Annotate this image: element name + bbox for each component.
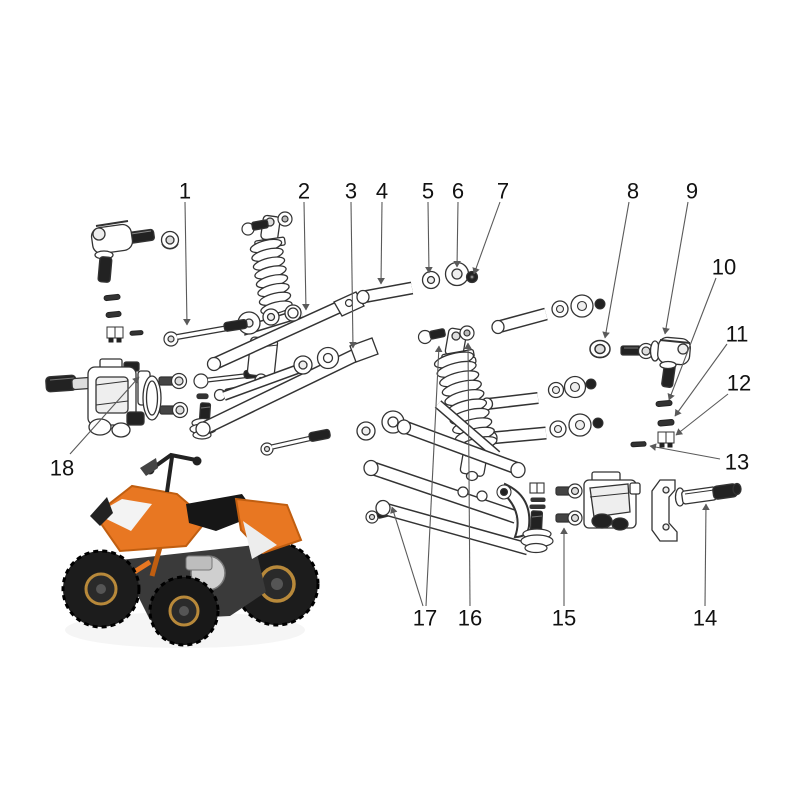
callout-1-label: 1 xyxy=(179,179,191,204)
hardware-row-a xyxy=(491,294,606,335)
callout-14-leader xyxy=(702,503,710,607)
callout-12-label: 12 xyxy=(727,371,751,396)
callout-11-leader xyxy=(674,343,728,417)
hex-bolt-8 xyxy=(620,342,655,360)
atv-photo xyxy=(61,452,320,648)
callout-8-label: 8 xyxy=(627,179,639,204)
callout-18-label: 18 xyxy=(50,456,74,481)
hardware-row-b xyxy=(480,375,597,411)
shock-bolt-nut-right xyxy=(417,325,475,345)
lower-arm-bushings-left xyxy=(293,346,340,375)
callout-11-label: 11 xyxy=(726,322,749,347)
callout-9-label: 9 xyxy=(686,179,698,204)
callout-15-label: 15 xyxy=(552,606,576,631)
callout-13-leader xyxy=(649,443,721,460)
callout-10-leader xyxy=(667,277,717,401)
long-pivot-bolt-1 xyxy=(163,319,248,347)
callout-4-label: 4 xyxy=(376,179,388,204)
brake-caliper-right xyxy=(583,471,641,531)
callout-17-leader xyxy=(425,345,443,607)
callout-17-label: 17 xyxy=(413,606,437,631)
callout-2-label: 2 xyxy=(298,179,310,204)
callout-2-leader xyxy=(302,201,310,311)
small-pins-right xyxy=(630,400,675,448)
hardware-row-c xyxy=(484,413,604,446)
long-pivot-bolt-2 xyxy=(260,428,331,456)
callout-17-leader-2 xyxy=(390,506,424,607)
callout-13-label: 13 xyxy=(725,450,749,475)
lower-a-arm-left xyxy=(195,337,379,437)
callout-1-leader xyxy=(183,201,191,326)
hardware-right-cluster xyxy=(496,482,546,510)
caliper-bolts-right xyxy=(555,483,583,526)
callout-4-leader xyxy=(377,201,385,285)
callout-14-label: 14 xyxy=(693,606,717,631)
callout-16-leader xyxy=(464,342,472,607)
bushing-5 xyxy=(421,270,441,290)
lower-a-arm-right xyxy=(363,459,531,556)
callout-6-leader xyxy=(453,201,461,268)
small-pins-left xyxy=(103,293,144,343)
flange-nut-left xyxy=(160,230,180,250)
callout-6-label: 6 xyxy=(452,179,464,204)
lock-nut-7 xyxy=(465,270,479,284)
callout-7-leader xyxy=(472,201,501,275)
upper-a-arm-right xyxy=(396,400,526,479)
callout-5-leader xyxy=(425,201,433,274)
shock-bolt-nut-left xyxy=(241,211,293,236)
steering-knuckle-14 xyxy=(651,479,742,542)
callout-12-leader xyxy=(675,393,729,436)
callout-7-label: 7 xyxy=(497,179,509,204)
tie-rod-end-9 xyxy=(649,336,691,388)
callout-5-label: 5 xyxy=(422,179,434,204)
flange-nut-8 xyxy=(589,339,611,359)
tie-rod-end-left xyxy=(90,220,155,283)
upper-arm-bushings-left xyxy=(237,304,302,335)
callout-18-leader xyxy=(69,376,140,455)
callout-16-label: 16 xyxy=(458,606,482,631)
callout-10-label: 10 xyxy=(712,255,736,280)
caliper-bolts-left xyxy=(158,372,189,419)
upper-arm-bushings-right xyxy=(356,410,405,441)
spacer-sleeve-4 xyxy=(356,281,414,305)
brake-caliper-left xyxy=(45,358,162,438)
callout-8-leader xyxy=(602,201,630,339)
callout-9-leader xyxy=(662,201,689,335)
ball-joint-right xyxy=(520,510,554,554)
shock-absorber-left xyxy=(246,214,293,387)
callout-3-label: 3 xyxy=(345,179,357,204)
callout-3-leader xyxy=(349,201,357,349)
